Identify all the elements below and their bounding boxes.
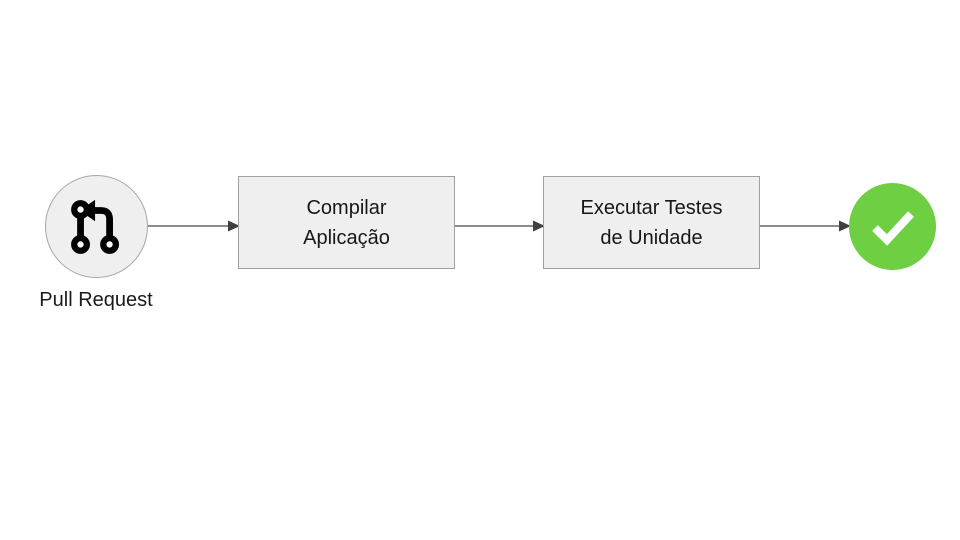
connector-step1-to-step2 xyxy=(455,218,545,234)
node-executar-testes-unidade-label: Executar Testes de Unidade xyxy=(580,196,723,249)
connector-start-to-step1 xyxy=(148,218,240,234)
node-compilar-aplicacao[interactable]: Compilar Aplicação xyxy=(238,176,455,269)
arrow-icon xyxy=(760,220,851,232)
arrow-icon xyxy=(148,220,240,232)
check-mark-icon xyxy=(871,210,914,246)
node-executar-testes-unidade[interactable]: Executar Testes de Unidade xyxy=(543,176,760,269)
node-success[interactable] xyxy=(849,183,936,270)
node-compilar-aplicacao-label: Compilar Aplicação xyxy=(303,196,390,249)
connector-step2-to-end xyxy=(760,218,851,234)
node-pull-request[interactable] xyxy=(45,175,148,278)
arrow-icon xyxy=(455,220,545,232)
node-pull-request-label: Pull Request xyxy=(39,289,153,311)
git-pull-request-icon xyxy=(70,199,119,254)
